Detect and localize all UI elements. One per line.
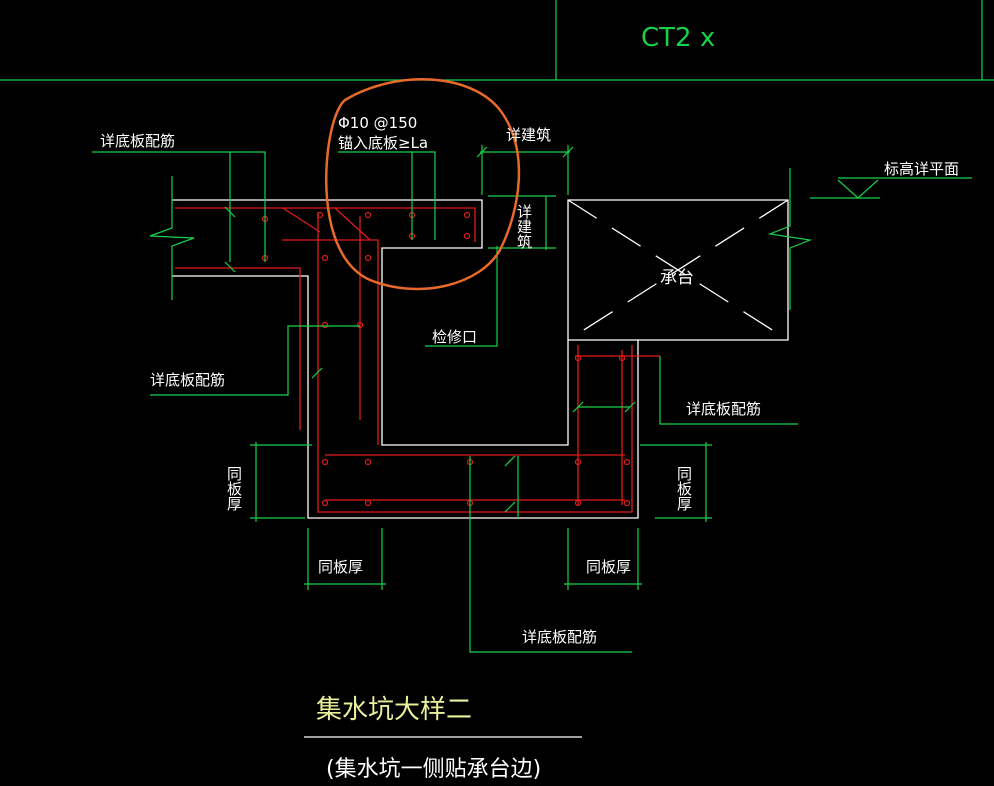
hook-1 [282, 207, 321, 233]
rebar-dot [364, 499, 372, 507]
sump-pit-outline [172, 199, 789, 519]
hook-2 [334, 207, 371, 241]
right-break-symbol [767, 168, 813, 310]
label-anchor-note: 锚入底板≥La [338, 134, 428, 152]
label-same-slab-left-h: 同板厚 [318, 558, 363, 576]
drawing-title-block: 集水坑大样二 (集水坑一侧贴承台边) [304, 695, 582, 782]
label-access-port: 检修口 [432, 328, 477, 346]
rebar-dot [623, 458, 631, 466]
label-same-slab-left-v: 同板厚 [225, 466, 243, 511]
wall-inner-rebar [282, 239, 379, 445]
leader-tick [624, 401, 636, 413]
title-block: CT2 x [0, 0, 994, 81]
rebar-dot [623, 499, 631, 507]
leader-mr [659, 356, 798, 425]
rebar-dot [574, 458, 582, 466]
label-detail-arch-top: 详建筑 [506, 126, 551, 144]
rebar-dot [316, 211, 324, 219]
markup-highlight-circle [325, 78, 521, 291]
rebar-dot [321, 499, 329, 507]
label-detail-bottom-rebar-tl: 详底板配筋 [100, 132, 175, 150]
leader-tick [476, 146, 488, 158]
leader-tick [504, 455, 516, 467]
leader-spec [338, 151, 436, 240]
pile-cap-cross-2 [567, 199, 789, 341]
rebar-dot [321, 254, 329, 262]
rebar-cage [175, 207, 660, 513]
leader-tick [572, 401, 584, 413]
drawing-title: 集水坑大样二 [316, 695, 472, 725]
rebar-dot [463, 232, 471, 240]
rebar-dot [574, 499, 582, 507]
leader-tick [224, 261, 236, 273]
leader-bc [469, 456, 632, 653]
rebar-dot [618, 354, 626, 362]
rebar-dot [356, 321, 364, 329]
rebar-dot [574, 354, 582, 362]
leader-tick [504, 501, 516, 513]
label-detail-bottom-rebar-bc: 详底板配筋 [522, 628, 597, 646]
rebar-dot [321, 458, 329, 466]
leader-access-port [425, 246, 498, 347]
rebar-dot [364, 211, 372, 219]
leaders-and-dimensions [92, 145, 972, 653]
leader-tick [562, 146, 574, 158]
elevation-triangle [837, 179, 879, 199]
rebar-dot [364, 254, 372, 262]
pit-wall-outline [172, 199, 789, 519]
leader-ml [150, 325, 360, 396]
drawing-code: CT2 x [641, 23, 715, 53]
annotations: 详底板配筋 Φ10 @150 锚入底板≥La 详建筑 详建筑 标高详平面 承台 … [100, 114, 959, 646]
rebar-dot [364, 458, 372, 466]
leader-tick [311, 367, 323, 379]
leader-tl [92, 151, 266, 262]
slab-top-rebar [175, 207, 476, 242]
rebar-dot [321, 321, 329, 329]
label-pile-cap: 承台 [660, 268, 694, 288]
label-rebar-spec: Φ10 @150 [338, 114, 417, 132]
drawing-subtitle: (集水坑一侧贴承台边) [326, 757, 541, 782]
left-break-symbol [149, 176, 195, 300]
label-detail-bottom-rebar-mr: 详底板配筋 [686, 400, 761, 418]
label-detail-bottom-rebar-ml: 详底板配筋 [150, 371, 225, 389]
outer-rebar-loop [317, 212, 633, 513]
rebar-dot [463, 211, 471, 219]
break-symbols [149, 168, 813, 310]
label-same-slab-right-h: 同板厚 [586, 558, 631, 576]
label-elevation: 标高详平面 [884, 160, 959, 178]
leader-tick [224, 206, 236, 218]
label-same-slab-right-v: 同板厚 [675, 466, 693, 511]
label-detail-arch-side: 详建筑 [515, 204, 533, 250]
slab-bottom-rebar [175, 267, 301, 430]
